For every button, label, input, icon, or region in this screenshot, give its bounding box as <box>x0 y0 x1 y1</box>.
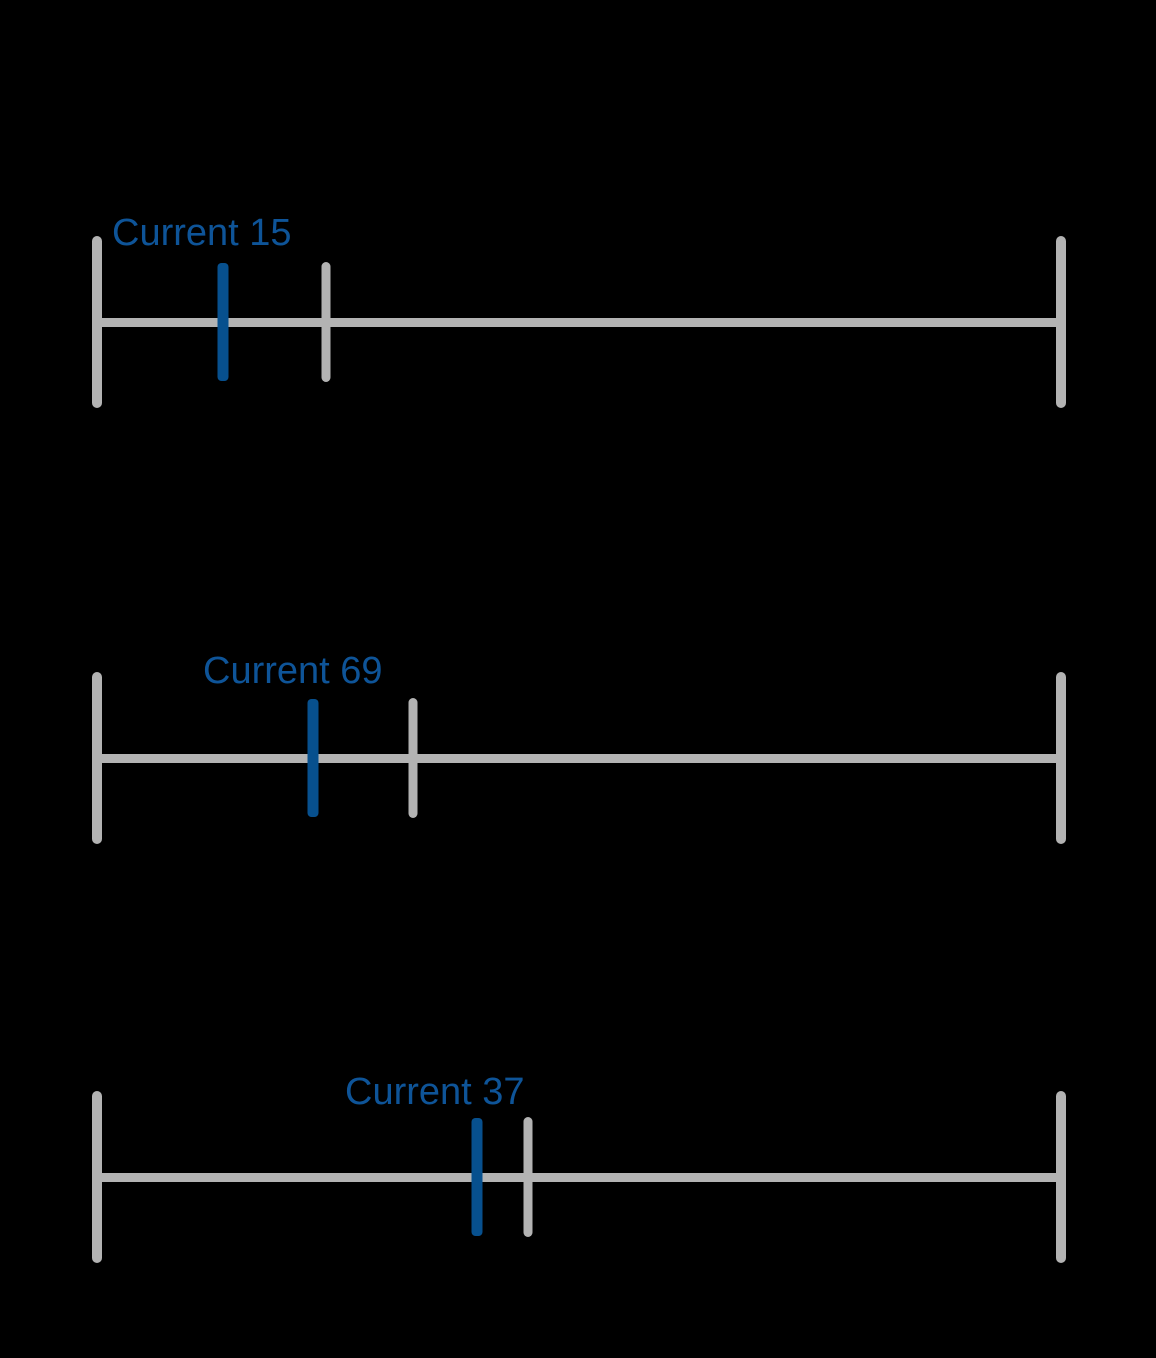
slider-3-max-cap <box>1056 1091 1066 1263</box>
slider-3-min-cap <box>92 1091 102 1263</box>
slider-3-current-label: Current 37 <box>345 1071 525 1113</box>
slider-1-tick <box>321 262 331 382</box>
slider-1-handle[interactable] <box>217 263 229 381</box>
slider-1-max-cap <box>1056 236 1066 408</box>
slider-2-tick <box>408 698 418 818</box>
slider-1-track[interactable] <box>97 317 1061 327</box>
slider-2-track[interactable] <box>97 753 1061 763</box>
slider-3-track[interactable] <box>97 1172 1061 1182</box>
slider-2-handle[interactable] <box>307 699 319 817</box>
slider-2-current-label: Current 69 <box>203 650 383 692</box>
slider-3-tick <box>523 1117 533 1237</box>
slider-2-min-cap <box>92 672 102 844</box>
slider-1-current-label: Current 15 <box>112 212 292 254</box>
slider-3-handle[interactable] <box>471 1118 483 1236</box>
slider-1-min-cap <box>92 236 102 408</box>
slider-2-max-cap <box>1056 672 1066 844</box>
